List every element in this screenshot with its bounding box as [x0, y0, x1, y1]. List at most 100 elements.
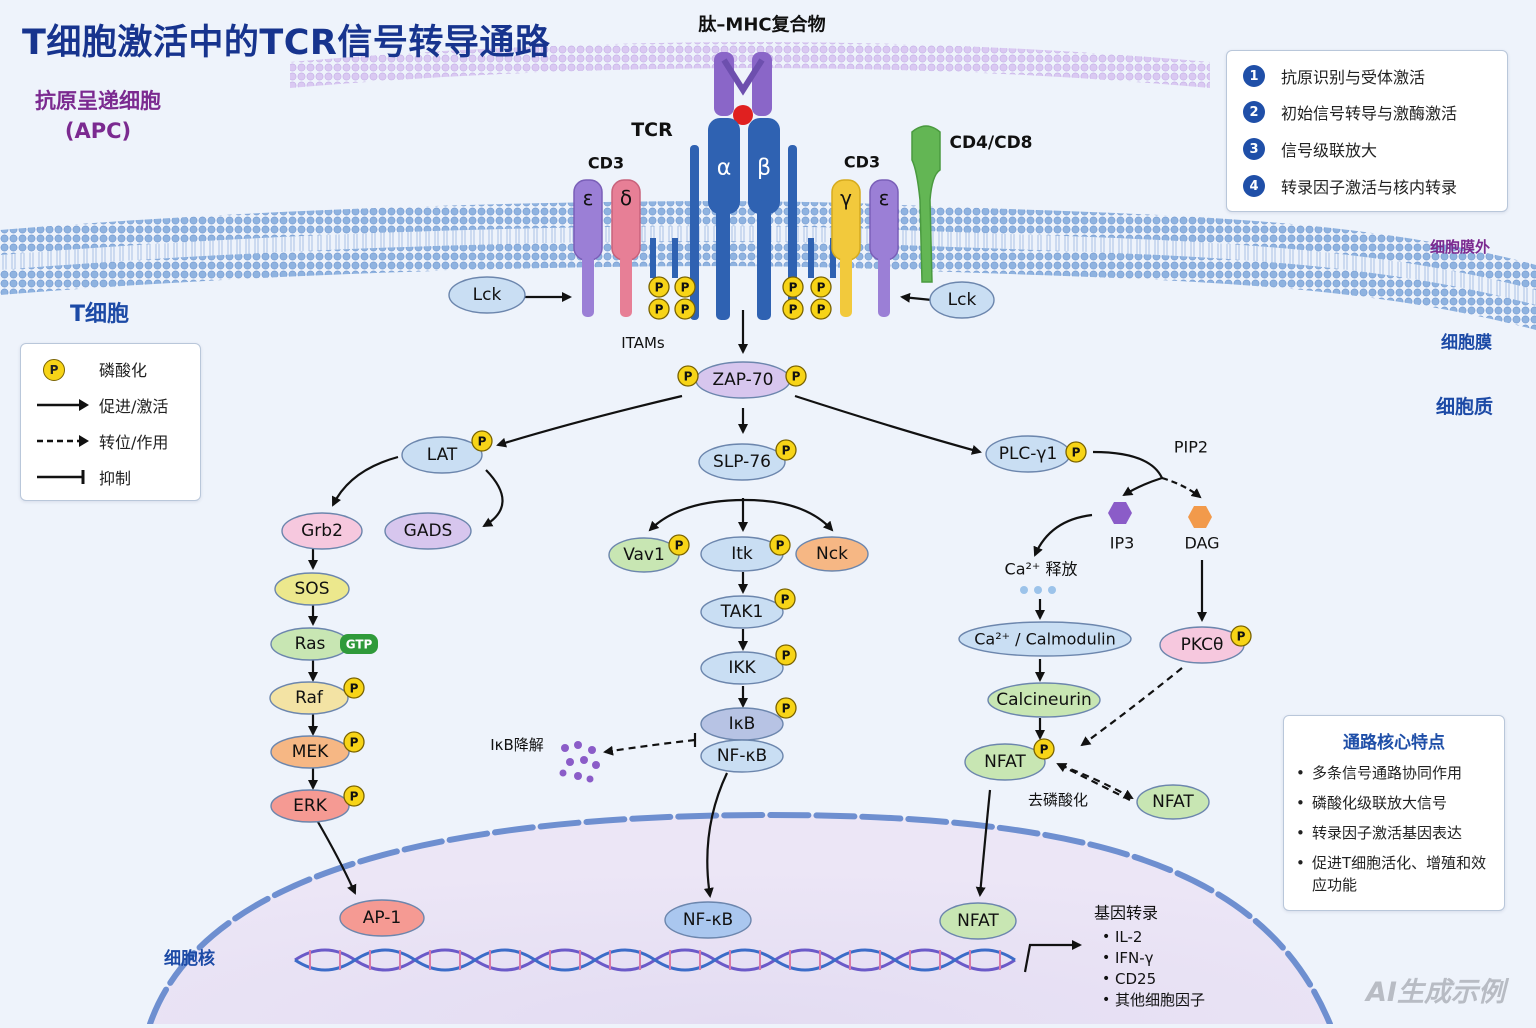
phospho-letter: P — [1072, 446, 1081, 460]
phospho-letter: P — [817, 303, 826, 317]
legend-promote-label: 促进/激活 — [99, 397, 169, 416]
phospho-badge: P — [1230, 625, 1252, 647]
feature-item: 促进T细胞活化、增殖和效应功能 — [1296, 852, 1496, 896]
phospho-letter: P — [776, 539, 785, 553]
phospho-letter: P — [782, 649, 791, 663]
step-text: 转录因子激活与核内转录 — [1281, 178, 1458, 197]
node-lck-left-shape — [448, 276, 526, 314]
ip3-hexagon — [1108, 502, 1132, 524]
receptor-complex — [573, 52, 941, 320]
region-membrane: 细胞膜 — [1441, 333, 1492, 353]
node-ap1: AP-1 — [339, 899, 425, 937]
feature-item: 转录因子激活基因表达 — [1296, 822, 1496, 844]
node-ap1-label: AP-1 — [363, 908, 401, 928]
legend-translocate: 转位/作用 — [35, 429, 168, 453]
node-nfat-phospho-label: NFAT — [984, 752, 1026, 772]
cd3-delta-label: δ — [620, 186, 632, 210]
step-number-icon: 4 — [1243, 175, 1265, 197]
tcr-beta-label: β — [757, 156, 771, 181]
phospho-icon — [674, 276, 696, 298]
phospho-icon — [775, 644, 797, 666]
phospho-icon — [775, 439, 797, 461]
peptide — [733, 105, 753, 125]
ikb-fragments — [559, 741, 600, 783]
phospho-badge: P — [810, 298, 832, 320]
phospho-icon — [471, 430, 493, 452]
node-lck-left: Lck — [448, 276, 526, 314]
node-nfkb-nucleus-label: NF-κB — [683, 910, 733, 930]
steps-panel: 1 抗原识别与受体激活 2 初始信号转导与激酶激活 3 信号级联放大 4 转录因… — [1226, 50, 1508, 212]
region-nucleus: 细胞核 — [164, 949, 215, 969]
phospho-badge: P — [677, 365, 699, 387]
node-slp76: SLP-76 — [698, 443, 786, 481]
step-3: 3 信号级联放大 — [1243, 136, 1377, 162]
node-tak1-label: TAK1 — [720, 602, 764, 622]
phospho-letter: P — [350, 736, 359, 750]
step-4: 4 转录因子激活与核内转录 — [1243, 173, 1457, 199]
node-ikk-shape — [700, 651, 784, 685]
region-extracellular: 细胞膜外 — [1430, 238, 1491, 256]
phospho-icon — [677, 365, 699, 387]
node-ikk-label: IKK — [728, 658, 756, 678]
gene-bullet: • — [1102, 971, 1110, 987]
apc-label-name: 抗原呈递细胞 — [35, 89, 161, 113]
phospho-badge: P — [1065, 441, 1087, 463]
node-slp76-label: SLP-76 — [713, 452, 771, 472]
node-sos-label: SOS — [295, 579, 330, 599]
tcr-label: TCR — [631, 119, 673, 141]
phospho-badge: P — [782, 276, 804, 298]
node-grb2: Grb2 — [281, 512, 363, 550]
node-tak1: TAK1 — [700, 595, 784, 629]
legend-phospho-label: 磷酸化 — [99, 361, 148, 380]
legend-panel: P 磷酸化 促进/激活 转位/作用 抑制 — [20, 343, 201, 501]
phospho-badge: P — [674, 298, 696, 320]
feature-item: 磷酸化级联放大信号 — [1296, 792, 1496, 814]
node-plc-gamma1-label: PLC-γ1 — [999, 444, 1058, 464]
node-nfat-free-shape — [1136, 784, 1210, 820]
node-plc-gamma1: PLC-γ1 — [985, 435, 1071, 473]
page-title: T细胞激活中的TCR信号转导通路 — [22, 23, 551, 63]
node-nfat-phospho: NFAT — [964, 743, 1046, 781]
itams-label: ITAMs — [621, 334, 665, 352]
phospho-icon — [343, 677, 365, 699]
node-nfkb-cytoplasm: NF-κB — [700, 739, 784, 773]
features-panel: 通路核心特点 多条信号通路协同作用 磷酸化级联放大信号 转录因子激活基因表达 促… — [1283, 715, 1505, 911]
cd3-epsilon-left-label: ε — [583, 186, 594, 210]
phospho-badge: P — [343, 677, 365, 699]
phospho-badge: P — [775, 697, 797, 719]
node-erk-shape — [270, 789, 350, 823]
node-lck-right: Lck — [929, 281, 995, 319]
tcr-beta — [748, 118, 780, 214]
cd3-epsilon-right-label: ε — [879, 186, 890, 210]
gene-item: 其他细胞因子 — [1115, 991, 1205, 1009]
gene-item: CD25 — [1115, 970, 1156, 988]
phospho-badge: P — [343, 785, 365, 807]
phospho-letter: P — [789, 281, 798, 295]
node-nck-shape — [795, 536, 869, 572]
legend-translocate-label: 转位/作用 — [99, 433, 169, 452]
phospho-letter: P — [782, 702, 791, 716]
gtp-shape — [340, 634, 378, 654]
phospho-badge: P — [674, 276, 696, 298]
phospho-icon — [668, 534, 690, 556]
ip3-label: IP3 — [1110, 534, 1135, 553]
legend-phospho-symbol: P — [35, 357, 93, 381]
node-erk: ERK — [270, 789, 350, 823]
node-nck: Nck — [795, 536, 869, 572]
gene-item: IL-2 — [1115, 928, 1142, 946]
phospho-badge: P — [785, 365, 807, 387]
phospho-badge: P — [648, 298, 670, 320]
cd3-left-label: CD3 — [588, 154, 624, 173]
node-vav1-label: Vav1 — [623, 545, 665, 565]
phospho-icon — [343, 731, 365, 753]
node-ca-calmodulin-shape — [958, 621, 1132, 657]
node-sos-shape — [274, 572, 350, 606]
node-gads: GADS — [384, 512, 472, 550]
node-ap1-shape — [339, 899, 425, 937]
node-nfkb-nucleus-shape — [664, 901, 752, 939]
phospho-icon — [775, 697, 797, 719]
node-nck-label: Nck — [816, 544, 848, 564]
dna-helix — [294, 948, 1016, 972]
node-itk: Itk — [700, 536, 784, 572]
